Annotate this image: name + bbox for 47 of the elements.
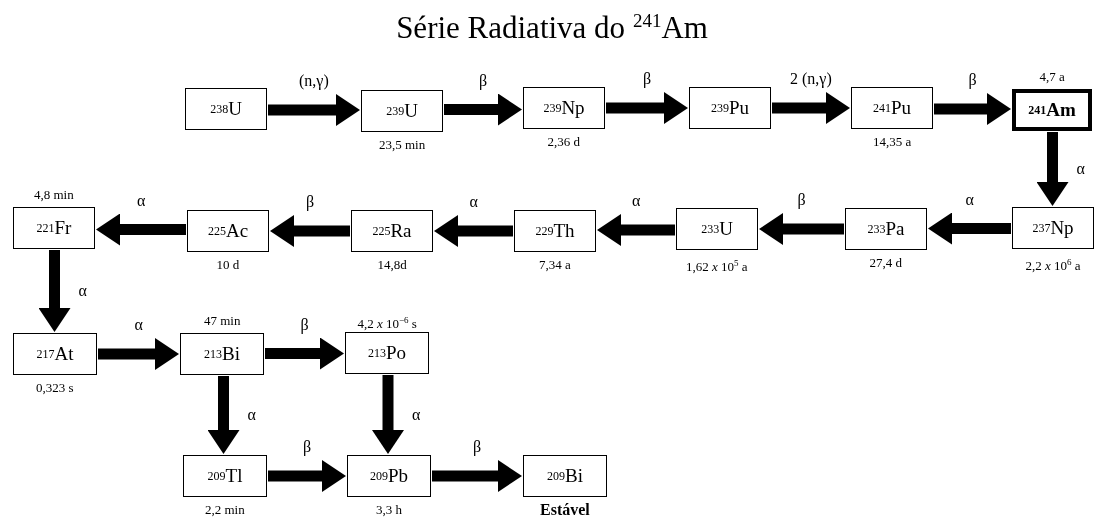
half-life-label: 2,2 x 10$^{6}$ a bbox=[1025, 256, 1081, 275]
edge-label: (n,γ) bbox=[297, 72, 331, 90]
half-life-label: Estável bbox=[540, 502, 590, 517]
edge-label: 2 (n,γ) bbox=[788, 70, 834, 88]
arrow bbox=[606, 92, 688, 124]
arrow bbox=[207, 376, 240, 454]
half-life-label: 14,35 a bbox=[873, 134, 912, 150]
edge-label: β bbox=[477, 71, 490, 90]
arrow bbox=[268, 460, 346, 492]
edge-label: β bbox=[301, 438, 314, 456]
arrow bbox=[96, 213, 186, 246]
half-life-label: 23,5 min bbox=[379, 137, 426, 153]
arrow bbox=[432, 460, 522, 492]
half-life-label: 2,2 min bbox=[205, 502, 245, 517]
half-life-label: 3,3 h bbox=[376, 502, 402, 517]
half-life-label: 47 min bbox=[204, 313, 241, 329]
edge-label: β bbox=[471, 438, 484, 456]
arrow bbox=[928, 212, 1011, 245]
half-life-label: 14,8d bbox=[377, 257, 407, 273]
edge-label: β bbox=[304, 193, 317, 211]
half-life-label: 2,36 d bbox=[547, 134, 580, 150]
edge-label: β bbox=[298, 315, 311, 334]
arrow bbox=[38, 250, 71, 332]
half-life-label: 1,62 x 10$^{5}$ a bbox=[686, 257, 748, 276]
arrow bbox=[934, 93, 1011, 125]
edge-label: β bbox=[966, 71, 979, 89]
arrow bbox=[597, 214, 675, 246]
arrow bbox=[265, 337, 344, 370]
half-life-label: 4,2 x 10$^{−6}$ s bbox=[357, 314, 417, 333]
half-life-label: 4,7 a bbox=[1039, 69, 1065, 85]
arrow bbox=[772, 92, 850, 124]
title: Série Radiativa do $^{241}$Am bbox=[396, 10, 708, 47]
half-life-label: 10 d bbox=[216, 257, 240, 273]
half-life-label: 4,8 min bbox=[34, 187, 74, 203]
arrow bbox=[372, 375, 404, 454]
edge-label: β bbox=[795, 191, 808, 209]
half-life-label: 0,323 s bbox=[36, 380, 74, 396]
arrow bbox=[434, 215, 513, 247]
arrow bbox=[1036, 132, 1069, 206]
arrow bbox=[98, 338, 179, 370]
half-life-label: 27,4 d bbox=[869, 255, 902, 271]
edge-label: β bbox=[641, 70, 654, 88]
arrow bbox=[759, 213, 844, 245]
half-life-label: 7,34 a bbox=[539, 257, 571, 273]
arrow bbox=[444, 93, 522, 126]
arrow bbox=[268, 94, 360, 126]
arrow bbox=[270, 215, 350, 247]
